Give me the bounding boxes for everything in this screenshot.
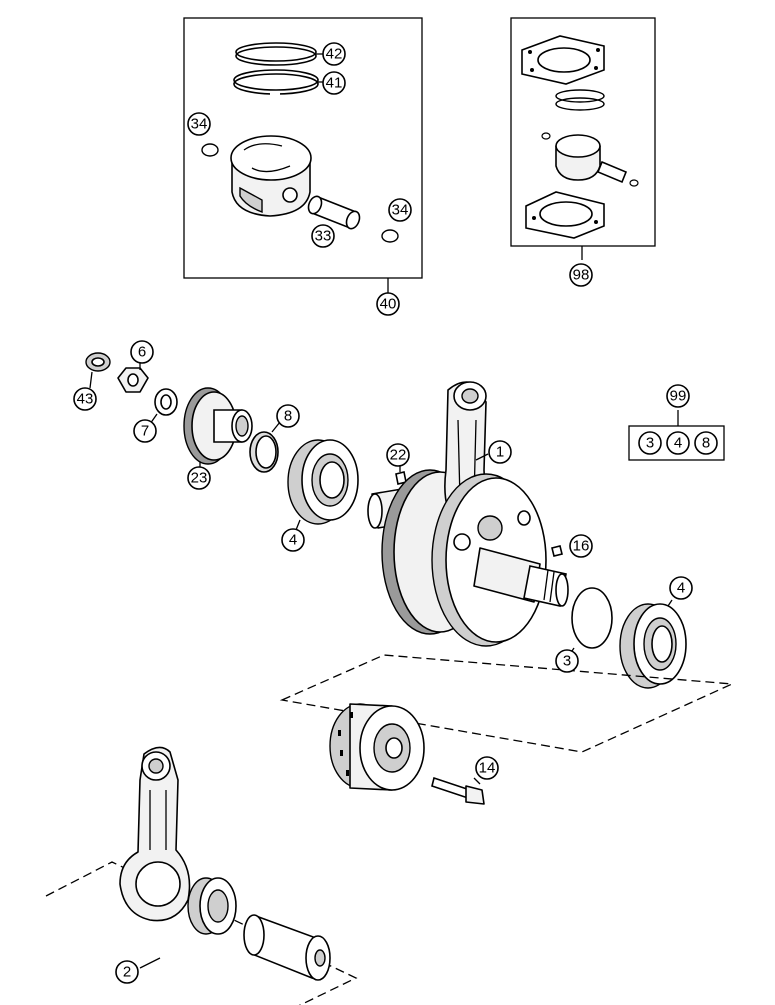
- cylinder-kit-frame: [510, 17, 656, 247]
- callout-23: 23: [187, 466, 211, 490]
- svg-text:42: 42: [326, 46, 343, 63]
- callout-99: 99: [666, 384, 690, 408]
- callout-8: 8: [276, 404, 300, 428]
- callout-40: 40: [376, 292, 400, 316]
- svg-text:16: 16: [573, 538, 590, 555]
- svg-text:8: 8: [284, 408, 292, 425]
- bearing-kit-99: [628, 410, 725, 461]
- callout-4-left: 4: [281, 528, 305, 552]
- callout-16: 16: [569, 534, 593, 558]
- callout-99-item-3: 3: [638, 431, 662, 455]
- svg-text:43: 43: [77, 391, 94, 408]
- piston-ring-upper: [235, 42, 317, 66]
- circlip-right: [381, 229, 399, 243]
- callout-3: 3: [555, 649, 579, 673]
- conrod-plane: [45, 861, 358, 1005]
- flywheel-bolt: [431, 776, 485, 805]
- svg-text:34: 34: [392, 202, 409, 219]
- callout-34-right: 34: [388, 198, 412, 222]
- thrust-shim: [571, 587, 613, 649]
- svg-text:1: 1: [496, 444, 504, 461]
- callout-43: 43: [73, 387, 97, 411]
- svg-text:22: 22: [390, 447, 407, 464]
- callout-4-right: 4: [669, 576, 693, 600]
- piston: [230, 135, 312, 217]
- main-bearing-right: [619, 603, 687, 689]
- callout-6: 6: [130, 340, 154, 364]
- svg-text:3: 3: [646, 435, 654, 452]
- callout-34-left: 34: [187, 112, 211, 136]
- piston-kit-group: [183, 17, 423, 293]
- callout-33: 33: [311, 224, 335, 248]
- svg-text:23: 23: [191, 470, 208, 487]
- connecting-rod: [119, 746, 191, 922]
- kit-99-frame: [628, 425, 725, 461]
- woodruff-key-16: [551, 545, 563, 557]
- svg-text:99: 99: [670, 388, 687, 405]
- kit-ring-1: [555, 89, 605, 103]
- kit-clip-right: [629, 179, 639, 187]
- head-gasket: [521, 35, 605, 85]
- main-bearing-left: [287, 439, 359, 525]
- callout-2: 2: [115, 960, 139, 984]
- flywheel-rotor: [329, 703, 425, 791]
- callout-41: 41: [322, 71, 346, 95]
- svg-text:8: 8: [702, 435, 710, 452]
- svg-text:2: 2: [123, 964, 131, 981]
- callout-42: 42: [322, 42, 346, 66]
- svg-text:3: 3: [563, 653, 571, 670]
- primary-gear: [183, 387, 253, 465]
- piston-pin: [307, 195, 361, 230]
- svg-text:98: 98: [573, 267, 590, 284]
- svg-text:4: 4: [677, 580, 685, 597]
- piston-kit-frame: [183, 17, 423, 279]
- spacer-ring: [249, 431, 279, 473]
- callout-99-item-8: 8: [694, 431, 718, 455]
- callout-7: 7: [133, 419, 157, 443]
- svg-text:7: 7: [141, 423, 149, 440]
- crankshaft-assembly: [367, 381, 569, 647]
- callout-98: 98: [569, 263, 593, 287]
- svg-text:6: 6: [138, 344, 146, 361]
- svg-text:4: 4: [674, 435, 682, 452]
- cylinder-kit-group: [510, 17, 656, 260]
- needle-bearing: [187, 877, 237, 935]
- callout-99-item-4: 4: [666, 431, 690, 455]
- kit-piston: [555, 134, 601, 181]
- svg-text:41: 41: [326, 75, 343, 92]
- piston-ring-lower: [233, 69, 319, 96]
- svg-text:34: 34: [191, 116, 208, 133]
- callout-22: 22: [386, 443, 410, 467]
- svg-text:4: 4: [289, 532, 297, 549]
- shaft-seal: [85, 352, 111, 372]
- base-gasket: [525, 191, 605, 239]
- callout-1: 1: [488, 440, 512, 464]
- kit-clip-left: [541, 132, 551, 140]
- hex-nut: [117, 367, 149, 393]
- crank-pin: [243, 914, 331, 981]
- lock-washer: [154, 388, 178, 416]
- circlip-left: [201, 143, 219, 157]
- svg-text:33: 33: [315, 228, 332, 245]
- svg-text:14: 14: [479, 760, 496, 777]
- flywheel-plane: [279, 654, 735, 753]
- kit-pin: [596, 160, 628, 184]
- kit-ring-2: [555, 97, 605, 111]
- callout-14: 14: [475, 756, 499, 780]
- svg-text:40: 40: [380, 296, 397, 313]
